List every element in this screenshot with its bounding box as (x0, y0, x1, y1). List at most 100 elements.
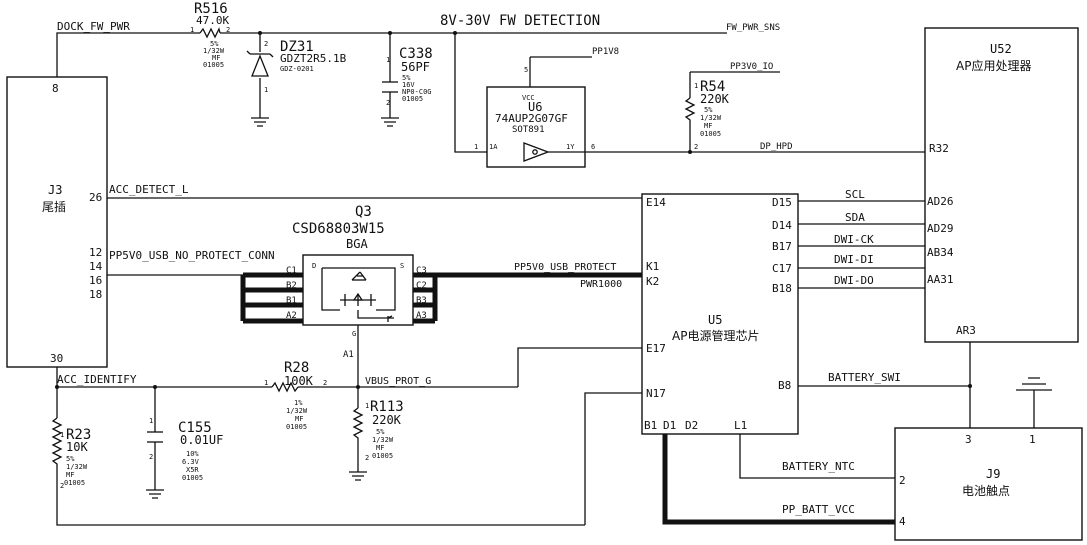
wires-power-thick (240, 272, 895, 525)
ground-symbol-r113 (349, 471, 367, 481)
net-pwr1000: PWR1000 (580, 279, 622, 290)
u5-pin-b18: B18 (772, 282, 792, 295)
r23-ref: R23 (66, 427, 91, 443)
r28-value: 100K (284, 374, 314, 388)
u5-pin-l1: L1 (734, 419, 747, 432)
net-pp5v0-usb-no-protect-conn: PP5V0_USB_NO_PROTECT_CONN (109, 249, 275, 262)
r113-pin1: 1 (365, 402, 369, 410)
net-dwi-do: DWI-DO (834, 274, 874, 287)
u5-pin-b1: B1 (644, 419, 657, 432)
r54-spec2: 1/32W (700, 114, 722, 122)
u5-pin-d1: D1 (663, 419, 676, 432)
u6-out-name: 1Y (566, 143, 575, 151)
q3-pin-c3: C3 (416, 266, 427, 276)
u52-pin-ad29: AD29 (927, 222, 954, 235)
u6-in-name: 1A (489, 143, 498, 151)
r23-spec3: MF (66, 471, 74, 479)
net-dock-fw-pwr: DOCK_FW_PWR (57, 20, 130, 33)
r54-spec1: 5% (704, 106, 713, 114)
resistor-r113: R113 220K 1 2 5% 1/32W MF 01005 (352, 399, 404, 462)
r113-spec2: 1/32W (372, 436, 394, 444)
c155-spec4: 01005 (182, 474, 203, 482)
r516-pin1: 1 (190, 26, 194, 34)
j9-ref: J9 (986, 467, 1000, 481)
r113-value: 220K (372, 413, 402, 427)
ground-symbol-c155 (146, 489, 164, 499)
dz31-ref: DZ31 (280, 39, 314, 55)
r23-pin2: 2 (60, 482, 64, 490)
net-pp-batt-vcc: PP_BATT_VCC (782, 503, 855, 516)
net-battery-swi: BATTERY_SWI (828, 371, 901, 384)
resistor-r28: R28 100K 1 2 1% 1/32W MF 01005 (264, 360, 327, 431)
junction-dots (55, 31, 972, 389)
j3-pin-12: 12 (89, 246, 102, 259)
q3-g: G (352, 330, 356, 338)
r28-pin2: 2 (323, 379, 327, 387)
u52-pin-aa31: AA31 (927, 273, 954, 286)
r28-spec3: MF (295, 415, 303, 423)
r23-spec4: 01005 (64, 479, 85, 487)
q3-pin-a2: A2 (286, 311, 297, 321)
r23-spec2: 1/32W (66, 463, 88, 471)
r28-spec1: 1% (294, 399, 303, 407)
q3-pin-c1: C1 (286, 266, 297, 276)
resistor-r23: R23 10K 1 2 5% 1/32W MF 01005 (51, 417, 91, 490)
pmu-u5: U5 AP电源管理芯片 E14 K1 K2 E17 N17 B1 D1 D2 L… (641, 193, 799, 435)
q3-pin-a3: A3 (416, 311, 427, 321)
q3-pkg: BGA (346, 237, 368, 251)
j3-pin-8: 8 (52, 82, 59, 95)
u52-name: AP应用处理器 (956, 58, 1031, 73)
net-fw-pwr-sns: FW_PWR_SNS (726, 23, 780, 33)
u5-pin-d14: D14 (772, 219, 792, 232)
r28-spec4: 01005 (286, 423, 307, 431)
ground-symbol-c338 (381, 117, 399, 127)
u6-part: 74AUP2G07GF (495, 112, 568, 125)
u5-pin-b8: B8 (778, 379, 791, 392)
net-pp3v0-io: PP3V0_IO (730, 62, 773, 72)
net-acc-identify: ACC_IDENTIFY (57, 373, 137, 386)
c155-spec2: 6.3V (182, 458, 200, 466)
j3-pin-16: 16 (89, 274, 102, 287)
u5-pin-c17: C17 (772, 262, 792, 275)
u52-pin-ar3: AR3 (956, 324, 976, 337)
r516-pin2: 2 (226, 26, 230, 34)
u52-pin-r32: R32 (929, 142, 949, 155)
u6-vcc: VCC (522, 94, 535, 102)
net-dwi-di: DWI-DI (834, 253, 874, 266)
net-battery-ntc: BATTERY_NTC (782, 460, 855, 473)
q3-part: CSD68803W15 (292, 221, 385, 237)
processor-u52: U52 AP应用处理器 R32 AD26 AD29 AB34 AA31 AR3 (924, 27, 1079, 343)
c338-pin2: 2 (386, 99, 390, 107)
r54-spec4: 01005 (700, 130, 721, 138)
c155-spec1: 10% (186, 450, 199, 458)
dz31-pin1: 1 (264, 86, 268, 94)
c338-pin1: 1 (386, 56, 390, 64)
r516-ref: R516 (194, 1, 228, 17)
net-pp1v8: PP1V8 (592, 47, 619, 57)
u6-out-pin: 6 (591, 143, 595, 151)
ground-symbol-j9 (1016, 377, 1052, 391)
u52-pin-ad26: AD26 (927, 195, 954, 208)
u5-ref: U5 (708, 313, 722, 327)
u52-pin-ab34: AB34 (927, 246, 954, 259)
resistor-r516: R516 47.0K 1 2 5% 1/32W MF 01005 (190, 1, 230, 69)
c338-spec4: 01005 (402, 95, 423, 103)
r54-spec3: MF (704, 122, 712, 130)
dz31-value: GDZT2R5.1B (280, 52, 347, 65)
r516-value: 47.0K (196, 14, 229, 27)
r516-spec3: MF (212, 54, 220, 62)
r23-value: 10K (66, 440, 88, 454)
c155-spec3: X5R (186, 466, 199, 474)
q3-ref: Q3 (355, 204, 372, 220)
r113-pin2: 2 (365, 454, 369, 462)
j9-pin-3: 3 (965, 433, 972, 446)
j3-pin-26: 26 (89, 191, 102, 204)
r54-pin1: 1 (694, 82, 698, 90)
wires-top (56, 32, 727, 153)
u52-ref: U52 (990, 42, 1012, 56)
j3-pin-18: 18 (89, 288, 102, 301)
u6-pkg: SOT891 (512, 125, 545, 135)
q3-pin-b1: B1 (286, 296, 297, 306)
q3-pin-c2: C2 (416, 281, 427, 291)
